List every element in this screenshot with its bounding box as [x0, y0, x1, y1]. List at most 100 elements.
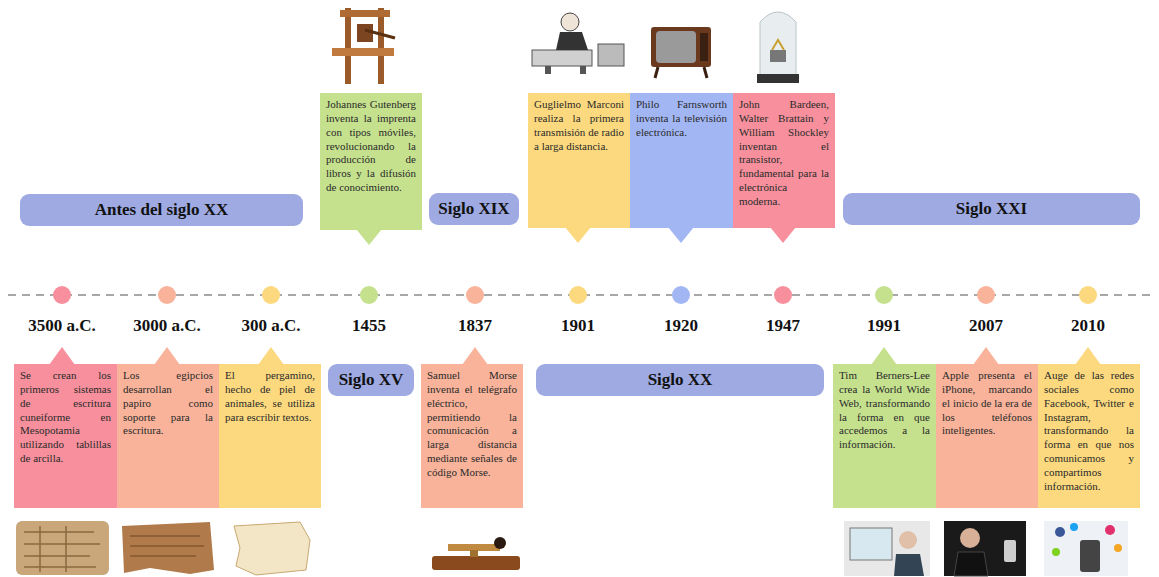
- event-text: Philo Farnsworth inventa la televisión e…: [636, 98, 727, 140]
- computer-screen: [850, 528, 892, 560]
- century-label: Siglo XIX: [438, 199, 509, 219]
- papyrus-writing: [130, 536, 204, 556]
- event-text: Auge de las redes sociales como Facebook…: [1044, 369, 1134, 494]
- timeline-dot: [672, 286, 690, 304]
- tv-cabinet: [651, 27, 711, 67]
- event-box: Apple presenta el iPhone, marcando el in…: [936, 364, 1038, 508]
- social-icon: [1070, 523, 1078, 531]
- timeline-dot: [158, 286, 176, 304]
- year-label: 2010: [1043, 316, 1133, 336]
- event-text: El pergamino, hecho de piel de animales,…: [225, 369, 315, 424]
- figure-body: [556, 32, 588, 50]
- press-lever: [365, 30, 395, 38]
- figure-head: [960, 528, 980, 548]
- box-pointer: [1075, 347, 1101, 365]
- year-label: 1991: [839, 316, 929, 336]
- phone: [1004, 540, 1016, 562]
- social-icon: [1105, 525, 1115, 535]
- box-pointer: [462, 347, 488, 365]
- tablet-body: [16, 521, 109, 575]
- century-band: Antes del siglo XX: [20, 194, 303, 226]
- tv-leg: [704, 67, 707, 78]
- timeline-dot: [360, 286, 378, 304]
- printing-press: [332, 8, 395, 84]
- telegraph-lever: [448, 544, 500, 551]
- timeline-dot: [875, 286, 893, 304]
- social-icon: [1055, 527, 1065, 537]
- social-icon: [1114, 544, 1122, 552]
- event-box: Se crean los primeros sistemas de escrit…: [14, 364, 117, 508]
- device-leg: [580, 66, 586, 74]
- tv-screen: [656, 31, 696, 63]
- timeline-dot: [774, 286, 792, 304]
- telegraph-base: [432, 556, 520, 570]
- glass-dome: [760, 12, 796, 80]
- figure-body: [954, 552, 988, 576]
- event-text: Samuel Morse inventa el telégrafo eléctr…: [427, 369, 517, 480]
- television-illustration: [651, 27, 711, 78]
- transistor-illustration: [757, 12, 799, 83]
- radio-device: [532, 50, 592, 66]
- century-label: Antes del siglo XX: [95, 200, 229, 220]
- century-label: Siglo XXI: [956, 199, 1027, 219]
- figure-head: [899, 531, 917, 549]
- figure-body: [894, 554, 924, 576]
- transistor-body: [770, 50, 786, 62]
- box-pointer: [871, 347, 897, 365]
- papyrus-sheet: [122, 522, 214, 574]
- press-beam: [340, 10, 390, 17]
- year-label: 1901: [533, 316, 623, 336]
- dome-base: [757, 74, 799, 83]
- parchment-sheet: [234, 522, 310, 575]
- tv-panel: [700, 33, 708, 61]
- timeline-dot: [977, 286, 995, 304]
- event-text: Apple presenta el iPhone, marcando el in…: [942, 369, 1032, 438]
- event-box: El pergamino, hecho de piel de animales,…: [219, 364, 321, 508]
- event-text: Tim Berners-Lee crea la World Wide Web, …: [839, 369, 930, 452]
- box-pointer: [565, 227, 591, 243]
- photo-ground: [844, 521, 930, 576]
- event-box: John Bardeen, Walter Brattain y William …: [733, 93, 835, 228]
- marconi-illustration: [532, 13, 624, 74]
- radio-device: [598, 44, 624, 66]
- figure-head: [561, 13, 579, 31]
- box-pointer: [668, 227, 694, 243]
- telegraph-key: [432, 537, 520, 570]
- photo-ground: [944, 521, 1026, 576]
- year-label: 1947: [738, 316, 828, 336]
- year-label: 2007: [941, 316, 1031, 336]
- phone: [1080, 540, 1100, 572]
- timeline-dot: [262, 286, 280, 304]
- timeline-dot: [53, 286, 71, 304]
- berners-lee-illustration: [844, 521, 930, 576]
- century-band: Siglo XIX: [429, 193, 519, 225]
- year-label: 1920: [636, 316, 726, 336]
- event-box: Los egipcios desarrollan el papiro como …: [117, 364, 219, 508]
- parchment: [234, 522, 310, 575]
- timeline-dot: [569, 286, 587, 304]
- year-label: 1455: [324, 316, 414, 336]
- timeline-dot: [1079, 286, 1097, 304]
- event-text: Los egipcios desarrollan el papiro como …: [123, 369, 213, 438]
- box-pointer: [356, 229, 382, 245]
- clay-tablet: [16, 521, 109, 575]
- century-band: Siglo XX: [536, 364, 824, 396]
- transistor-leads: [772, 40, 784, 50]
- press-bed: [332, 48, 394, 56]
- year-label: 1837: [430, 316, 520, 336]
- box-pointer: [258, 347, 284, 365]
- century-band: Siglo XV: [328, 364, 414, 396]
- social-media-illustration: [1044, 521, 1128, 576]
- cuneiform-marks: [24, 526, 100, 572]
- event-box: Auge de las redes sociales como Facebook…: [1038, 364, 1140, 508]
- event-box: Samuel Morse inventa el telégrafo eléctr…: [421, 364, 523, 508]
- event-text: Se crean los primeros sistemas de escrit…: [20, 369, 111, 466]
- press-post: [378, 8, 384, 84]
- event-text: Guglielmo Marconi realiza la primera tra…: [534, 98, 624, 153]
- box-pointer: [49, 347, 75, 365]
- telegraph-pivot: [470, 550, 478, 557]
- event-text: Johannes Gutenberg inventa la imprenta c…: [326, 98, 416, 195]
- telegraph-knob: [494, 537, 506, 549]
- event-box: Philo Farnsworth inventa la televisión e…: [630, 93, 733, 228]
- photo-ground: [1044, 521, 1128, 576]
